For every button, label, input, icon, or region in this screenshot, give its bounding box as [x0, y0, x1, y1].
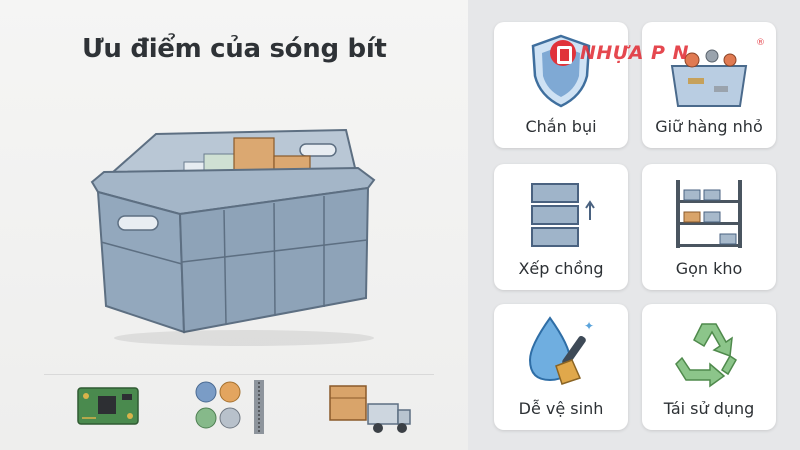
brand-registered-mark: ®	[756, 38, 765, 48]
stacked-crates-icon	[531, 183, 595, 247]
brand-logo-icon	[550, 40, 576, 66]
benefit-card-storage: Gọn kho	[642, 164, 776, 290]
bottom-divider	[44, 374, 434, 375]
warehouse-shelf-icon	[676, 180, 742, 248]
page-title: Ưu điểm của sóng bít	[82, 34, 387, 64]
recycle-icon	[675, 323, 737, 388]
brand-logo: NHỰA P N	[550, 38, 689, 68]
benefit-label-small-items: Giữ hàng nhỏ	[655, 117, 763, 136]
circuit-board-icon	[77, 387, 139, 425]
benefit-label-stack: Xếp chồng	[518, 259, 604, 278]
water-drop-brush-icon: ✦	[528, 316, 594, 385]
benefit-card-reuse: Tái sử dụng	[642, 304, 776, 430]
svg-text:✦: ✦	[584, 319, 594, 333]
brand-logo-text: NHỰA P N	[580, 42, 689, 64]
benefit-label-storage: Gọn kho	[675, 259, 743, 278]
benefit-card-small-items: Giữ hàng nhỏ	[642, 22, 776, 148]
benefit-card-stack: Xếp chồng	[494, 164, 628, 290]
benefit-card-clean: ✦ Dễ vệ sinh	[494, 304, 628, 430]
benefit-label-reuse: Tái sử dụng	[663, 399, 755, 418]
bin-with-parts-icon	[670, 49, 748, 107]
benefit-label-clean: Dễ vệ sinh	[518, 399, 604, 418]
benefit-label-dust: Chắn bụi	[525, 117, 597, 136]
crate-illustration	[90, 128, 376, 346]
buttons-and-zipper-icon	[195, 380, 264, 434]
box-delivery-truck-icon	[329, 385, 411, 433]
